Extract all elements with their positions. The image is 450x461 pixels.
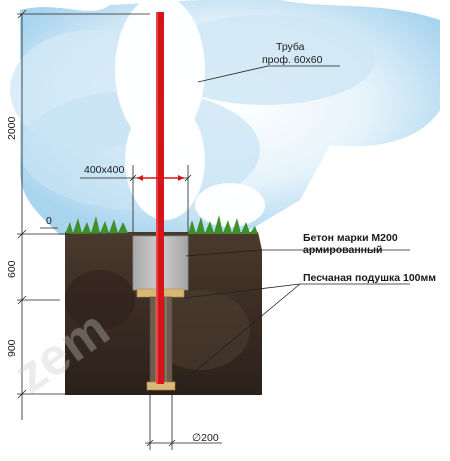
concrete-label-line2: армированный [303, 244, 382, 256]
steel-pipe [156, 12, 164, 384]
diameter-dimension [145, 390, 222, 450]
ground-level-label: 0 [46, 215, 52, 227]
concrete-label-line1: Бетон марки М200 [303, 232, 398, 244]
pipe-label-line2: проф. 60х60 [262, 54, 323, 66]
grass [65, 215, 258, 234]
pipe-leader [197, 65, 340, 83]
concrete-leader [185, 249, 410, 257]
depth-900-label: 900 [6, 339, 18, 357]
sky-background [10, 0, 440, 235]
pipe-label-line1: Труба [276, 41, 305, 53]
sand-lower-leader [174, 283, 301, 389]
section-dimension [80, 165, 192, 232]
depth-600-label: 600 [6, 260, 18, 278]
sand-cushion-label: Песчаная подушка 100мм [303, 272, 436, 284]
left-dimension-line [17, 9, 150, 420]
section-label: 400х400 [84, 164, 124, 176]
leader-lines [174, 65, 410, 389]
height-2000-label: 2000 [6, 116, 18, 140]
diameter-label: ∅200 [192, 432, 219, 444]
